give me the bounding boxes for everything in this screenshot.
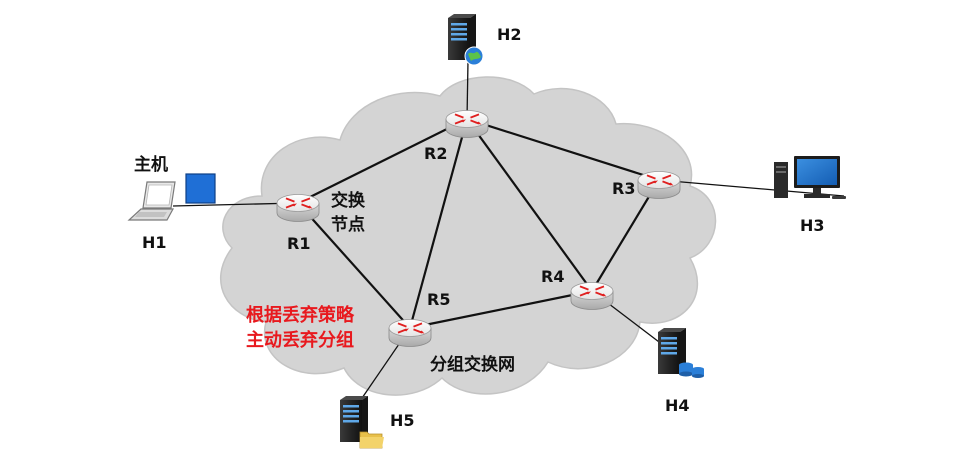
cloud-label: 分组交换网	[430, 354, 515, 375]
host-h4[interactable]	[658, 328, 704, 378]
host-h2[interactable]	[448, 14, 484, 66]
link-r1-r2	[297, 118, 468, 204]
link-r4-r5	[409, 289, 593, 330]
host-h4-label: H4	[665, 396, 690, 415]
link-r3-r4	[591, 179, 660, 292]
router-arrows-icon	[283, 197, 313, 209]
link-h2-r2	[466, 60, 469, 120]
router-arrows-icon	[452, 113, 482, 125]
links-layer	[172, 60, 845, 402]
router-r1-label: R1	[287, 234, 310, 253]
host-h3[interactable]	[774, 156, 846, 199]
routers-layer	[276, 110, 681, 347]
host-h3-label: H3	[800, 216, 825, 235]
router-top	[570, 282, 614, 300]
router-r2-label: R2	[424, 144, 447, 163]
host-h1-label: H1	[142, 233, 167, 252]
router-r5-label: R5	[427, 290, 450, 309]
router-top	[637, 171, 681, 189]
router-r1[interactable]	[276, 194, 320, 222]
router-r3-label: R3	[612, 179, 635, 198]
host-h2-label: H2	[497, 25, 522, 44]
laptop-icon	[127, 181, 176, 221]
router-r4[interactable]	[570, 282, 614, 310]
router-arrows-icon	[644, 174, 674, 186]
labels-layer: 主机 H1 H2 H3 H4 H5 R1 R2 R3 R4 R5 交换 节点 分…	[134, 25, 825, 430]
file-server-icon	[340, 396, 384, 449]
desktop-pc-icon	[774, 156, 846, 199]
link-r2-r5	[408, 118, 469, 329]
router-top	[445, 110, 489, 128]
web-server-icon	[448, 14, 484, 66]
switching-node-label-line2: 节点	[331, 214, 365, 235]
link-r2-r4	[466, 118, 593, 292]
network-cloud	[220, 76, 717, 396]
host-h5[interactable]	[340, 396, 384, 449]
host-h1[interactable]	[127, 173, 216, 221]
router-top	[388, 319, 432, 337]
database-server-icon	[658, 328, 704, 378]
link-r1-r5	[297, 202, 411, 329]
host-h5-label: H5	[390, 411, 415, 430]
link-r2-r3	[466, 117, 660, 182]
router-r5[interactable]	[388, 319, 432, 347]
router-r3[interactable]	[637, 171, 681, 199]
switching-node-label-line1: 交换	[331, 190, 366, 211]
drop-policy-label-line1: 根据丢弃策略	[246, 304, 355, 326]
router-r4-label: R4	[541, 267, 564, 286]
router-arrows-icon	[395, 322, 425, 334]
router-arrows-icon	[577, 285, 607, 297]
router-r2[interactable]	[445, 110, 489, 138]
drop-policy-label-line2: 主动丢弃分组	[246, 329, 354, 351]
router-top	[276, 194, 320, 212]
packet-icon	[185, 173, 216, 204]
host-h1-caption: 主机	[134, 154, 168, 175]
cloud-shape	[220, 76, 717, 396]
